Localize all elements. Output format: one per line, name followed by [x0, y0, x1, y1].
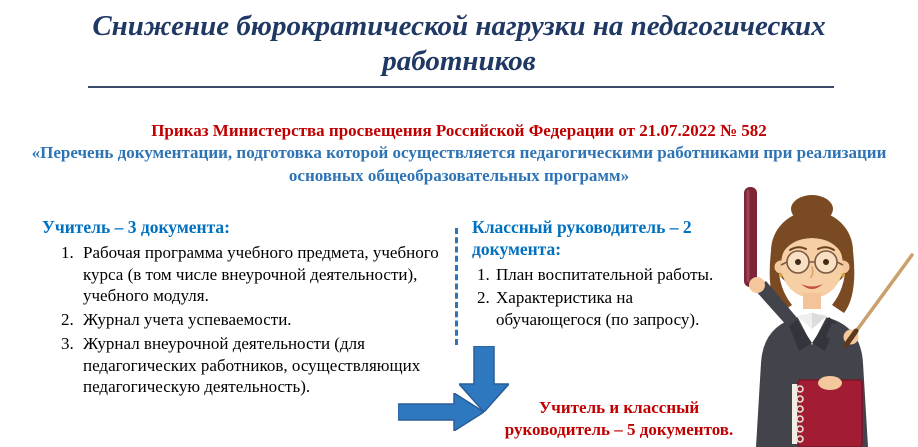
list-item: Журнал учета успеваемости. — [78, 309, 446, 331]
class-teacher-documents-list: План воспитательной работы. Характеристи… — [472, 264, 724, 331]
order-name: «Перечень документации, подготовка котор… — [31, 143, 887, 185]
dashed-divider — [455, 228, 458, 345]
teacher-documents-heading: Учитель – 3 документа: — [42, 217, 230, 237]
title-underline — [88, 86, 834, 88]
subtitle-block: Приказ Министерства просвещения Российск… — [0, 120, 918, 187]
order-reference: Приказ Министерства просвещения Российск… — [151, 121, 767, 140]
down-arrow-icon — [459, 346, 509, 412]
slide-title: Снижение бюрократической нагрузки на пед… — [92, 10, 826, 78]
right-arrow-icon — [398, 393, 484, 431]
list-item: Журнал внеурочной деятельности (для педа… — [78, 333, 446, 398]
list-item: Рабочая программа учебного предмета, уче… — [78, 242, 446, 307]
teacher-illustration — [744, 187, 914, 447]
teacher-documents-list: Рабочая программа учебного предмета, уче… — [42, 242, 446, 398]
class-teacher-documents-heading: Классный руководитель – 2 документа: — [472, 217, 692, 259]
list-item: Характеристика на обучающегося (по запро… — [494, 287, 724, 331]
class-teacher-documents-block: Классный руководитель – 2 документа: Пла… — [472, 217, 724, 332]
teacher-documents-block: Учитель – 3 документа: Рабочая программа… — [42, 217, 446, 400]
summary-text: Учитель и классный руководитель – 5 доку… — [504, 398, 734, 440]
list-item: План воспитательной работы. — [494, 264, 724, 286]
